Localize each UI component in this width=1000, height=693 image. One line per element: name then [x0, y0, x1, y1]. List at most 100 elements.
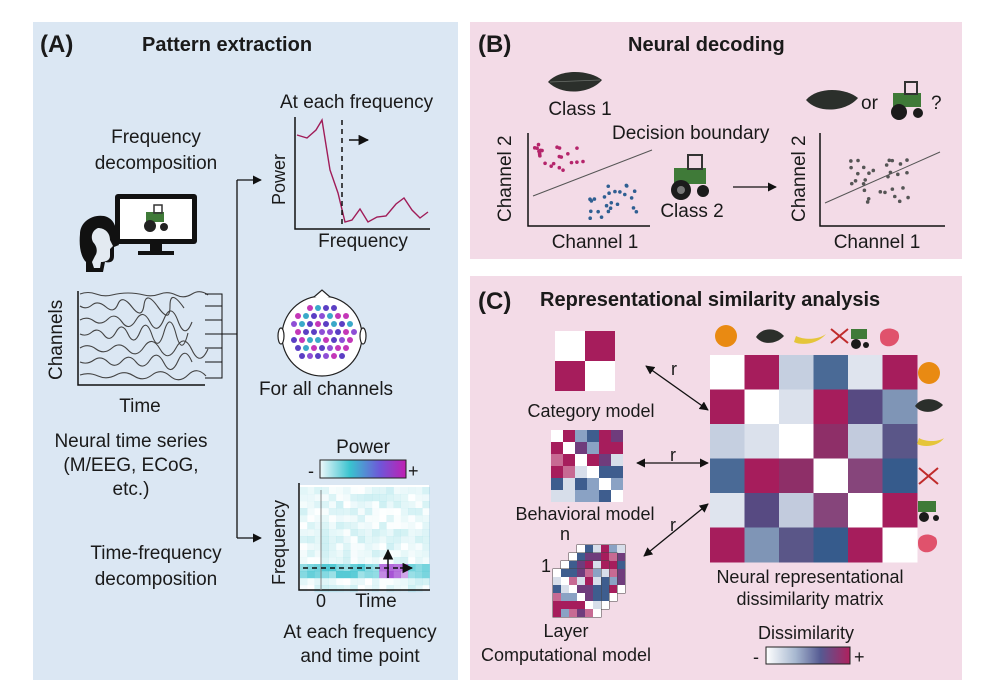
electrode-dot: [291, 321, 297, 327]
behavioral-matrix-cell: [575, 430, 587, 442]
rdm-cell: [710, 458, 745, 494]
tf-heatmap-cell: [400, 550, 409, 558]
tf-heatmap-cell: [314, 585, 322, 593]
electrode-dot: [323, 321, 329, 327]
freq-decomp-label-2: decomposition: [94, 153, 218, 174]
class1-point: [569, 160, 574, 165]
tf-heatmap-cell: [343, 515, 351, 523]
tf-heatmap-cell: [379, 515, 386, 522]
class2-point: [632, 189, 637, 194]
layer-matrix-cell: [609, 561, 617, 569]
tf-heatmap-cell: [415, 585, 423, 593]
tf-zero-label: 0: [315, 591, 327, 611]
query-point: [849, 165, 853, 170]
tf-heatmap-cell: [408, 536, 416, 544]
tf-heatmap-cell: [328, 543, 337, 551]
rdm-label-2: dissimilarity matrix: [736, 589, 884, 609]
tf-decomp-label-1: Time-frequency: [90, 543, 222, 564]
electrode-dot: [319, 313, 325, 319]
tf-heatmap-cell: [343, 571, 351, 579]
tf-heatmap-cell: [350, 557, 357, 564]
panel-c-letter: (C): [478, 288, 512, 315]
class2-point: [588, 216, 592, 221]
tf-heatmap-cell: [336, 536, 344, 544]
layer-matrix-cell: [601, 545, 609, 553]
tf-heatmap-cell: [328, 508, 337, 516]
layer-matrix-cell: [561, 577, 569, 585]
layer-matrix-cell: [569, 609, 577, 617]
layer-matrix-cell: [617, 569, 625, 577]
tf-heatmap-cell: [357, 494, 365, 502]
tf-heatmap-cell: [343, 543, 351, 551]
electrode-dot: [335, 329, 341, 335]
rdm-cell: [848, 355, 883, 390]
rdm-cell: [710, 527, 745, 563]
layer-matrix-cell: [601, 585, 609, 593]
layer-n-label: n: [560, 524, 571, 544]
query-point: [861, 181, 866, 186]
tf-heatmap-cell: [357, 550, 365, 558]
tf-heatmap-cell: [364, 529, 373, 537]
tf-heatmap-cell: [364, 536, 373, 544]
rdm-cell: [779, 424, 814, 459]
tf-heatmap-cell: [379, 487, 387, 495]
tf-heatmap-cell: [300, 522, 307, 529]
tf-heatmap-cell: [379, 564, 387, 572]
tf-heatmap-cell: [422, 515, 430, 523]
tf-heatmap-cell: [408, 515, 415, 522]
tf-heatmap-cell: [321, 487, 329, 495]
class1-point: [581, 159, 585, 164]
tf-heatmap-cell: [357, 522, 365, 530]
electrode-dot: [303, 345, 309, 351]
tf-heatmap-cell: [415, 571, 423, 579]
rdm-cell: [744, 424, 780, 459]
layer-matrix-cell: [585, 609, 593, 617]
tf-heatmap-cell: [394, 522, 401, 529]
tf-heatmap-cell: [386, 578, 393, 585]
class1-point: [575, 146, 579, 150]
tf-heatmap-cell: [364, 550, 373, 558]
electrode-dot: [319, 345, 325, 351]
electrode-dot: [315, 321, 321, 327]
tf-heatmap-cell: [328, 585, 337, 593]
behavioral-matrix-cell: [611, 466, 623, 478]
behavioral-matrix-cell: [563, 478, 575, 490]
tf-heatmap-cell: [415, 494, 423, 502]
tf-heatmap-cell: [379, 501, 387, 509]
rdm-cell: [882, 527, 918, 563]
class1-point: [535, 146, 539, 151]
electrode-dot: [335, 345, 341, 351]
behavioral-matrix-cell: [575, 478, 587, 490]
layer-matrix-cell: [569, 585, 577, 593]
class1-point: [537, 152, 542, 157]
tf-heatmap-cell: [408, 508, 416, 516]
behavioral-matrix-cell: [551, 430, 563, 442]
tf-decomp-label-2: decomposition: [94, 569, 218, 590]
rdm-cell: [848, 527, 883, 563]
query-point: [892, 194, 897, 199]
tf-heatmap-cell: [328, 550, 337, 558]
tf-heatmap-cell: [386, 536, 394, 544]
tf-heatmap-cell: [343, 578, 350, 585]
electrode-dot: [339, 353, 345, 359]
r-behavioral: r: [670, 445, 676, 465]
tf-heatmap-cell: [328, 494, 337, 502]
tf-heatmap-cell: [415, 578, 423, 586]
tf-heatmap-cell: [350, 550, 358, 558]
tf-heatmap-cell: [343, 557, 351, 565]
tf-heatmap-cell: [400, 536, 409, 544]
tf-heatmap-cell: [400, 487, 409, 495]
tf-heatmap-cell: [307, 557, 314, 564]
tf-heatmap-cell: [386, 564, 394, 572]
tf-heatmap-cell: [372, 515, 380, 523]
tf-heatmap-cell: [336, 529, 344, 537]
tf-heatmap-cell: [307, 564, 315, 572]
query-point: [884, 163, 889, 167]
channel-1-right-label: Channel 1: [833, 232, 921, 253]
tf-heatmap-cell: [321, 550, 329, 558]
rdm-label-1: Neural representational: [716, 567, 904, 587]
electrode-dot: [315, 353, 321, 359]
tf-heatmap-cell: [357, 571, 365, 579]
tf-heatmap-cell: [422, 501, 430, 509]
tf-heatmap-cell: [422, 550, 430, 558]
